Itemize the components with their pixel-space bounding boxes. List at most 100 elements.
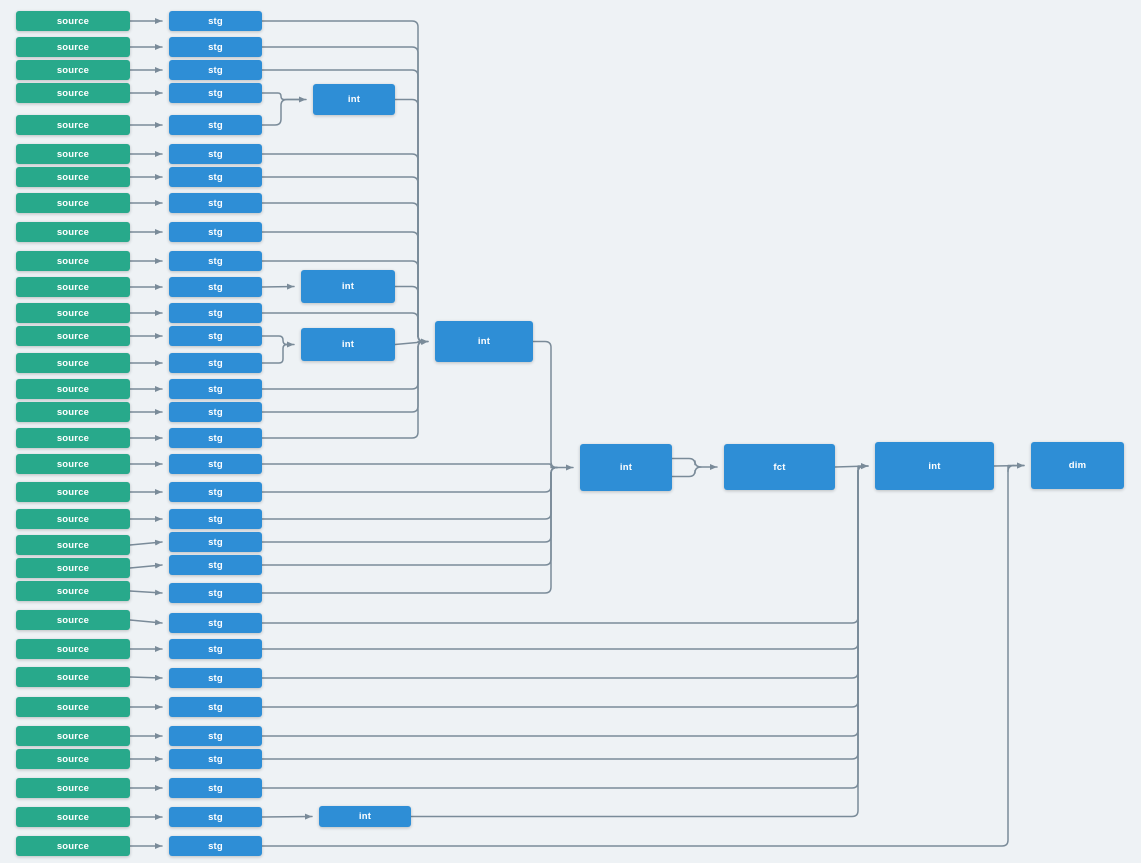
- node-label: stg: [208, 119, 223, 131]
- node-stg[interactable]: stg: [169, 778, 262, 798]
- node-stg[interactable]: stg: [169, 60, 262, 80]
- node-stg[interactable]: stg: [169, 379, 262, 399]
- node-label: stg: [208, 41, 223, 53]
- node-int[interactable]: int: [875, 442, 994, 490]
- node-stg[interactable]: stg: [169, 193, 262, 213]
- node-label: stg: [208, 406, 223, 418]
- node-stg[interactable]: stg: [169, 83, 262, 103]
- node-source[interactable]: source: [16, 836, 130, 856]
- node-stg[interactable]: stg: [169, 277, 262, 297]
- node-label: stg: [208, 432, 223, 444]
- node-source[interactable]: source: [16, 667, 130, 687]
- node-source[interactable]: source: [16, 326, 130, 346]
- node-stg[interactable]: stg: [169, 167, 262, 187]
- node-source[interactable]: source: [16, 144, 130, 164]
- node-source[interactable]: source: [16, 558, 130, 578]
- node-label: stg: [208, 197, 223, 209]
- node-fct[interactable]: fct: [724, 444, 835, 490]
- node-source[interactable]: source: [16, 726, 130, 746]
- node-label: stg: [208, 617, 223, 629]
- node-stg[interactable]: stg: [169, 583, 262, 603]
- node-source[interactable]: source: [16, 193, 130, 213]
- node-source[interactable]: source: [16, 277, 130, 297]
- node-source[interactable]: source: [16, 697, 130, 717]
- node-stg[interactable]: stg: [169, 749, 262, 769]
- node-label: source: [56, 226, 90, 238]
- node-source[interactable]: source: [16, 115, 130, 135]
- node-source[interactable]: source: [16, 402, 130, 422]
- node-stg[interactable]: stg: [169, 509, 262, 529]
- node-stg[interactable]: stg: [169, 251, 262, 271]
- edge: [261, 98, 300, 126]
- node-source[interactable]: source: [16, 749, 130, 769]
- node-dim[interactable]: dim: [1031, 442, 1124, 489]
- node-source[interactable]: source: [16, 509, 130, 529]
- edge: [394, 98, 425, 343]
- node-label: int: [341, 339, 355, 350]
- node-stg[interactable]: stg: [169, 144, 262, 164]
- node-source[interactable]: source: [16, 303, 130, 323]
- node-label: stg: [208, 587, 223, 599]
- node-source[interactable]: source: [16, 379, 130, 399]
- node-label: fct: [773, 461, 786, 473]
- node-source[interactable]: source: [16, 581, 130, 601]
- edge: [129, 674, 163, 681]
- node-stg[interactable]: stg: [169, 402, 262, 422]
- edge: [261, 466, 558, 520]
- node-source[interactable]: source: [16, 251, 130, 271]
- node-stg[interactable]: stg: [169, 37, 262, 57]
- node-label: int: [341, 281, 355, 292]
- node-label: int: [619, 462, 633, 473]
- edge: [261, 335, 288, 346]
- node-label: source: [56, 539, 90, 551]
- node-source[interactable]: source: [16, 778, 130, 798]
- node-source[interactable]: source: [16, 83, 130, 103]
- node-int[interactable]: int: [580, 444, 672, 491]
- node-int[interactable]: int: [435, 321, 533, 362]
- node-stg[interactable]: stg: [169, 353, 262, 373]
- node-stg[interactable]: stg: [169, 11, 262, 31]
- node-stg[interactable]: stg: [169, 532, 262, 552]
- node-source[interactable]: source: [16, 610, 130, 630]
- node-label: stg: [208, 226, 223, 238]
- node-source[interactable]: source: [16, 535, 130, 555]
- node-stg[interactable]: stg: [169, 303, 262, 323]
- node-source[interactable]: source: [16, 37, 130, 57]
- node-stg[interactable]: stg: [169, 482, 262, 502]
- node-stg[interactable]: stg: [169, 115, 262, 135]
- node-int[interactable]: int: [319, 806, 411, 827]
- node-source[interactable]: source: [16, 482, 130, 502]
- node-stg[interactable]: stg: [169, 697, 262, 717]
- node-stg[interactable]: stg: [169, 326, 262, 346]
- node-source[interactable]: source: [16, 222, 130, 242]
- node-stg[interactable]: stg: [169, 222, 262, 242]
- node-label: source: [56, 171, 90, 183]
- node-stg[interactable]: stg: [169, 555, 262, 575]
- node-stg[interactable]: stg: [169, 639, 262, 659]
- edge: [261, 465, 865, 679]
- node-stg[interactable]: stg: [169, 726, 262, 746]
- node-stg[interactable]: stg: [169, 668, 262, 688]
- node-source[interactable]: source: [16, 807, 130, 827]
- edge: [261, 465, 865, 760]
- node-stg[interactable]: stg: [169, 807, 262, 827]
- node-int[interactable]: int: [301, 328, 395, 361]
- node-int[interactable]: int: [301, 270, 395, 303]
- node-stg[interactable]: stg: [169, 428, 262, 448]
- node-label: source: [56, 119, 90, 131]
- node-source[interactable]: source: [16, 353, 130, 373]
- node-stg[interactable]: stg: [169, 454, 262, 474]
- node-source[interactable]: source: [16, 454, 130, 474]
- edge: [394, 285, 425, 343]
- node-source[interactable]: source: [16, 639, 130, 659]
- node-label: source: [56, 357, 90, 369]
- node-source[interactable]: source: [16, 60, 130, 80]
- node-stg[interactable]: stg: [169, 836, 262, 856]
- node-source[interactable]: source: [16, 167, 130, 187]
- node-stg[interactable]: stg: [169, 613, 262, 633]
- node-label: source: [56, 383, 90, 395]
- node-source[interactable]: source: [16, 428, 130, 448]
- node-int[interactable]: int: [313, 84, 395, 115]
- node-label: source: [56, 148, 90, 160]
- node-source[interactable]: source: [16, 11, 130, 31]
